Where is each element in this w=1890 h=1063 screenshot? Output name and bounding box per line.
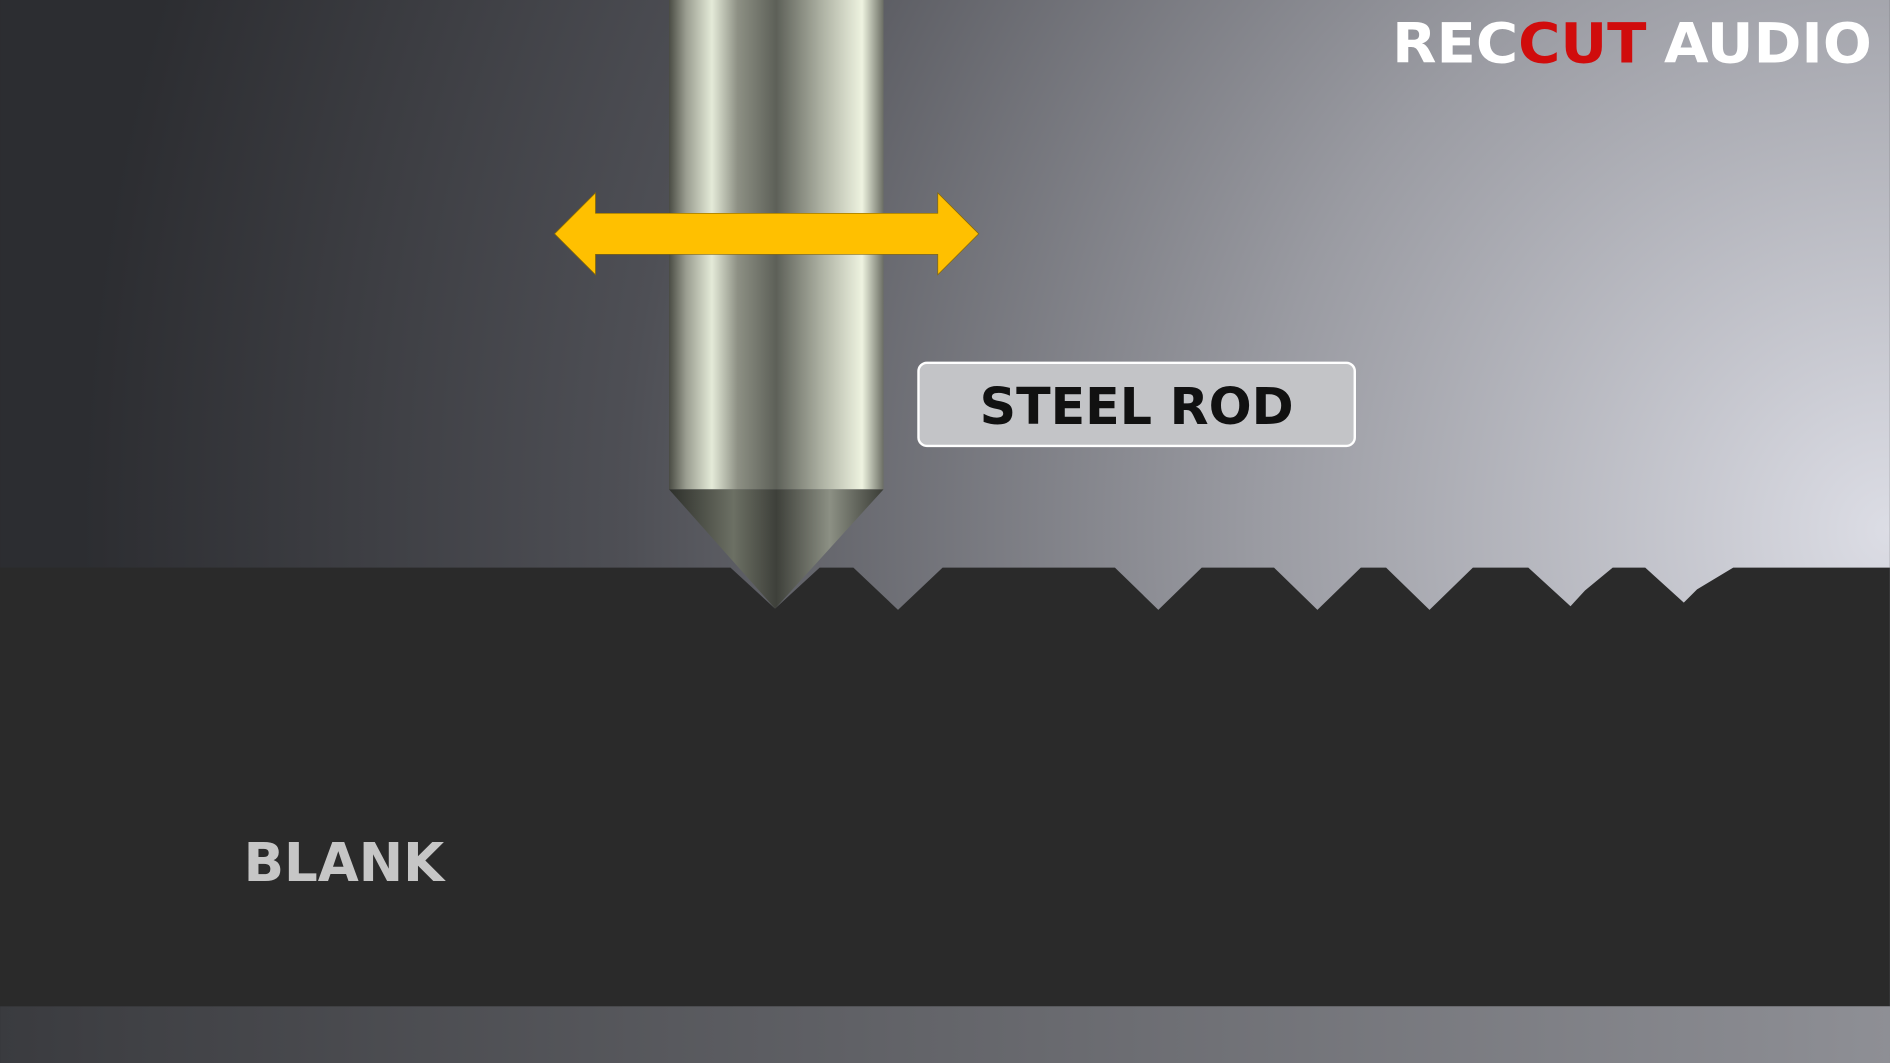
steel-rod-text: STEEL ROD xyxy=(980,377,1294,436)
base-strip xyxy=(0,1006,1890,1063)
logo-cut: CUT xyxy=(1518,13,1647,77)
double-arrow-icon xyxy=(553,191,980,276)
blank-label: BLANK xyxy=(244,832,447,894)
logo-rec: REC xyxy=(1392,13,1518,77)
logo-audio: AUDIO xyxy=(1664,13,1872,77)
steel-rod xyxy=(669,0,884,609)
steel-rod-label: STEEL ROD xyxy=(917,361,1356,448)
blank-surface xyxy=(0,567,1890,1007)
